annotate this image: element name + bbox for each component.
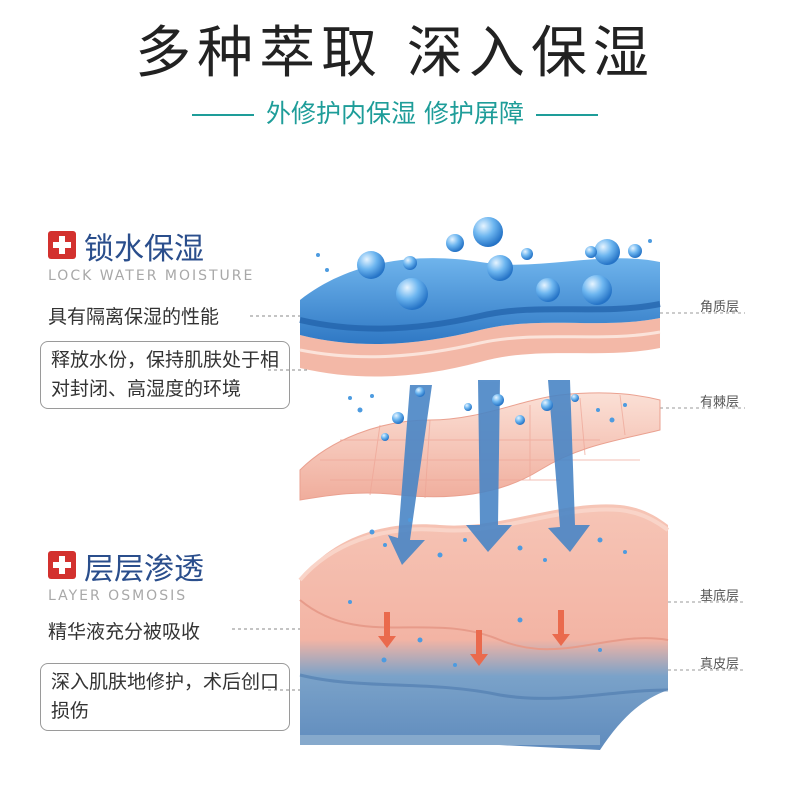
arrow-down-icon [388, 380, 590, 565]
layer-label-spinous: 有棘层 [700, 395, 740, 410]
divider-right [535, 114, 598, 116]
section-title-lock-water: 锁水保湿 [84, 232, 204, 267]
medical-cross-icon [48, 551, 76, 579]
water-droplet-icon [357, 217, 642, 441]
subtitle-text: 外修护内保湿 修护屏障 [266, 99, 524, 128]
layer-label-basal: 基底层 [700, 589, 740, 604]
section-subtitle-lock-water: LOCK WATER MOISTURE [48, 268, 255, 284]
feature-text-layer-osmosis: 精华液充分被吸收 [48, 621, 201, 643]
section-subtitle-layer-osmosis: LAYER OSMOSIS [48, 588, 188, 604]
section-title-layer-osmosis: 层层渗透 [84, 552, 204, 587]
page-subtitle: 外修护内保湿 修护屏障 [0, 94, 790, 130]
feature-text-lock-water: 具有隔离保湿的性能 [48, 306, 220, 328]
layer-label-dermis: 真皮层 [700, 657, 740, 672]
stratum-corneum-layer [299, 258, 661, 377]
layer-label-lines [660, 312, 745, 671]
page-title: 多种萃取 深入保湿 [135, 21, 655, 86]
medical-cross-icon [48, 231, 76, 259]
description-box-lock-water: 释放水份，保持肌肤处于相对封闭、高湿度的环境 [40, 341, 290, 409]
arrow-down-icon [378, 610, 570, 666]
divider-left [192, 114, 255, 116]
layer-label-stratum-corneum: 角质层 [700, 300, 740, 315]
description-box-layer-osmosis: 深入肌肤地修护，术后创口损伤 [40, 663, 290, 731]
small-droplets [316, 239, 652, 667]
